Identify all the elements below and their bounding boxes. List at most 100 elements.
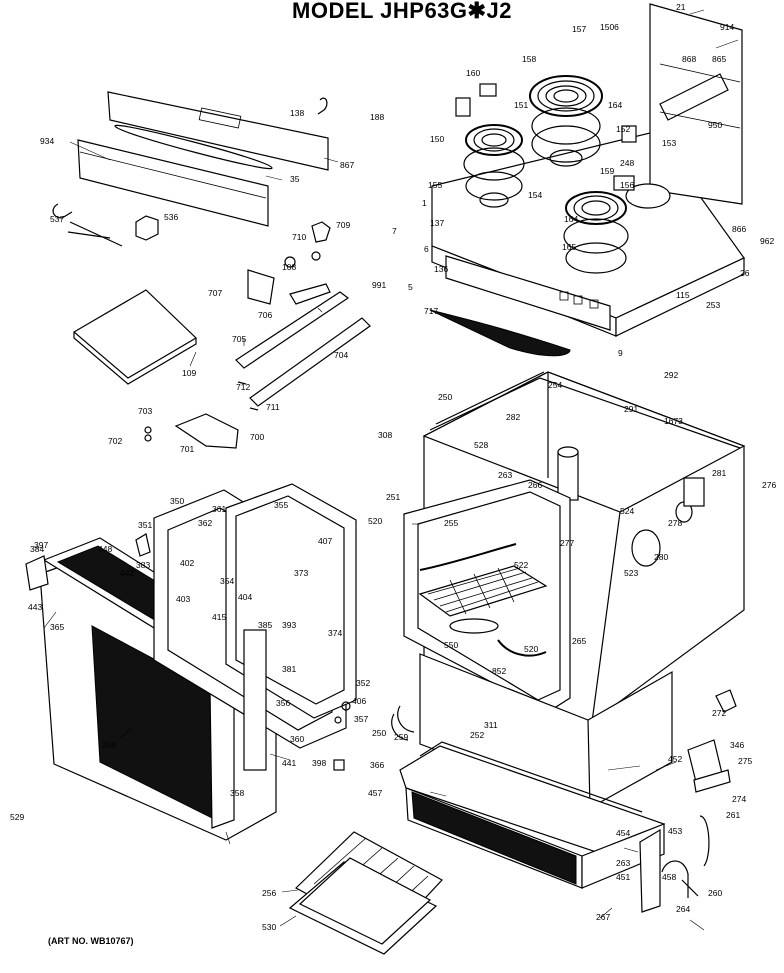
art-number: (ART NO. WB10767) xyxy=(48,936,134,946)
part-label-153: 153 xyxy=(662,138,676,148)
part-label-136: 136 xyxy=(434,264,448,274)
part-label-524: 524 xyxy=(620,506,634,516)
part-label-950: 950 xyxy=(708,120,722,130)
part-label-404: 404 xyxy=(238,592,252,602)
part-label-537: 537 xyxy=(50,214,64,224)
side-brackets xyxy=(52,203,331,305)
part-label-158: 158 xyxy=(522,54,536,64)
part-label-366: 366 xyxy=(370,760,384,770)
part-label-452: 452 xyxy=(668,754,682,764)
part-label-865: 865 xyxy=(712,54,726,64)
part-label-351: 351 xyxy=(138,520,152,530)
part-label-520: 520 xyxy=(368,516,382,526)
part-label-352: 352 xyxy=(356,678,370,688)
part-label-357: 357 xyxy=(354,714,368,724)
part-label-276: 276 xyxy=(762,480,776,490)
part-label-1: 1 xyxy=(422,198,427,208)
part-label-520: 520 xyxy=(524,644,538,654)
part-label-6: 6 xyxy=(424,244,429,254)
part-label-115: 115 xyxy=(676,290,690,300)
part-label-962: 962 xyxy=(760,236,774,246)
part-label-156: 156 xyxy=(620,180,634,190)
part-label-529: 529 xyxy=(10,812,24,822)
part-label-311: 311 xyxy=(484,720,498,730)
part-label-274: 274 xyxy=(732,794,746,804)
part-label-280: 280 xyxy=(654,552,668,562)
part-label-251: 251 xyxy=(386,492,400,502)
part-label-275: 275 xyxy=(738,756,752,766)
part-label-709: 709 xyxy=(336,220,350,230)
part-label-702: 702 xyxy=(108,436,122,446)
part-label-381: 381 xyxy=(282,664,296,674)
part-label-457: 457 xyxy=(368,788,382,798)
part-label-361: 361 xyxy=(212,504,226,514)
part-label-157: 157 xyxy=(572,24,586,34)
part-label-308: 308 xyxy=(378,430,392,440)
part-label-350: 350 xyxy=(170,496,184,506)
part-label-454: 454 xyxy=(616,828,630,838)
part-label-252: 252 xyxy=(470,730,484,740)
part-label-707: 707 xyxy=(208,288,222,298)
part-label-137: 137 xyxy=(430,218,444,228)
surface-elements xyxy=(455,75,637,274)
part-label-261: 261 xyxy=(726,810,740,820)
part-label-407: 407 xyxy=(318,536,332,546)
part-label-458: 458 xyxy=(662,872,676,882)
part-label-356: 356 xyxy=(276,698,290,708)
oven-body xyxy=(403,371,746,809)
part-label-398: 398 xyxy=(312,758,326,768)
part-label-253: 253 xyxy=(706,300,720,310)
part-label-385: 385 xyxy=(258,620,272,630)
part-label-259: 259 xyxy=(394,732,408,742)
part-label-272: 272 xyxy=(712,708,726,718)
part-label-383: 383 xyxy=(136,560,150,570)
part-label-263: 263 xyxy=(616,858,630,868)
part-label-403: 403 xyxy=(176,594,190,604)
part-label-278: 278 xyxy=(668,518,682,528)
part-label-277: 277 xyxy=(560,538,574,548)
part-label-373: 373 xyxy=(294,568,308,578)
part-label-866: 866 xyxy=(732,224,746,234)
part-label-443: 443 xyxy=(28,602,42,612)
part-label-160: 160 xyxy=(466,68,480,78)
part-label-291: 291 xyxy=(624,404,638,414)
part-label-704: 704 xyxy=(334,350,348,360)
part-label-384: 384 xyxy=(30,544,44,554)
part-label-263: 263 xyxy=(498,470,512,480)
part-label-867: 867 xyxy=(340,160,354,170)
part-label-109: 109 xyxy=(182,368,196,378)
part-label-1673: 1673 xyxy=(664,416,683,426)
part-label-701: 701 xyxy=(180,444,194,454)
part-label-281: 281 xyxy=(712,468,726,478)
part-label-165: 165 xyxy=(562,242,576,252)
model-title: MODEL JHP63G✱J2 xyxy=(292,0,512,23)
part-label-256: 256 xyxy=(262,888,276,898)
part-label-712: 712 xyxy=(236,382,250,392)
part-label-1506: 1506 xyxy=(600,22,619,32)
part-label-703: 703 xyxy=(138,406,152,416)
part-label-442: 442 xyxy=(120,568,134,578)
part-label-358: 358 xyxy=(102,740,116,750)
part-label-397: 397 xyxy=(34,540,48,550)
part-label-528: 528 xyxy=(474,440,488,450)
part-label-706: 706 xyxy=(258,310,272,320)
part-label-255: 255 xyxy=(444,518,458,528)
part-label-164: 164 xyxy=(564,214,578,224)
part-label-292: 292 xyxy=(664,370,678,380)
back-trim-panel xyxy=(77,91,329,227)
part-label-26: 26 xyxy=(740,268,750,278)
part-label-155: 155 xyxy=(428,180,442,190)
part-label-150: 150 xyxy=(430,134,444,144)
part-label-402: 402 xyxy=(180,558,194,568)
side-bracket-right xyxy=(687,689,737,793)
part-label-717: 717 xyxy=(424,306,438,316)
broil-pan-liner xyxy=(72,289,197,385)
part-label-711: 711 xyxy=(266,402,280,412)
part-label-265: 265 xyxy=(572,636,586,646)
part-label-35: 35 xyxy=(290,174,300,184)
part-label-164: 164 xyxy=(608,100,622,110)
part-label-451: 451 xyxy=(616,872,630,882)
